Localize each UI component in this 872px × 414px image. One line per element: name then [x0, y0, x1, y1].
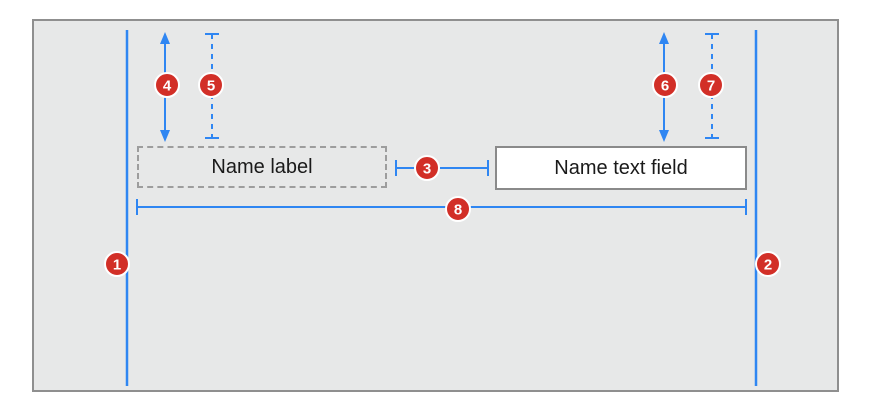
marker-6-text: 6 — [661, 78, 669, 95]
marker-3-text: 3 — [423, 161, 431, 178]
marker-2: 2 — [755, 251, 781, 277]
marker-8: 8 — [445, 196, 471, 222]
marker-7-text: 7 — [707, 78, 715, 95]
marker-8-text: 8 — [454, 202, 462, 219]
marker-1-text: 1 — [113, 257, 121, 274]
overall-width-constraint — [136, 199, 747, 215]
marker-4-text: 4 — [163, 78, 172, 95]
name-label-text: Name label — [211, 155, 313, 178]
marker-1: 1 — [104, 251, 130, 277]
name-label-placeholder: Name label — [137, 146, 387, 188]
marker-5-text: 5 — [207, 78, 215, 95]
marker-7: 7 — [698, 72, 724, 98]
marker-4: 4 — [154, 72, 180, 98]
label-field-spacing-constraint — [395, 160, 489, 176]
marker-5: 5 — [198, 72, 224, 98]
name-text-field-text: Name text field — [554, 156, 688, 179]
marker-6: 6 — [652, 72, 678, 98]
marker-2-text: 2 — [764, 257, 772, 274]
name-text-field: Name text field — [495, 146, 747, 190]
marker-3: 3 — [414, 155, 440, 181]
